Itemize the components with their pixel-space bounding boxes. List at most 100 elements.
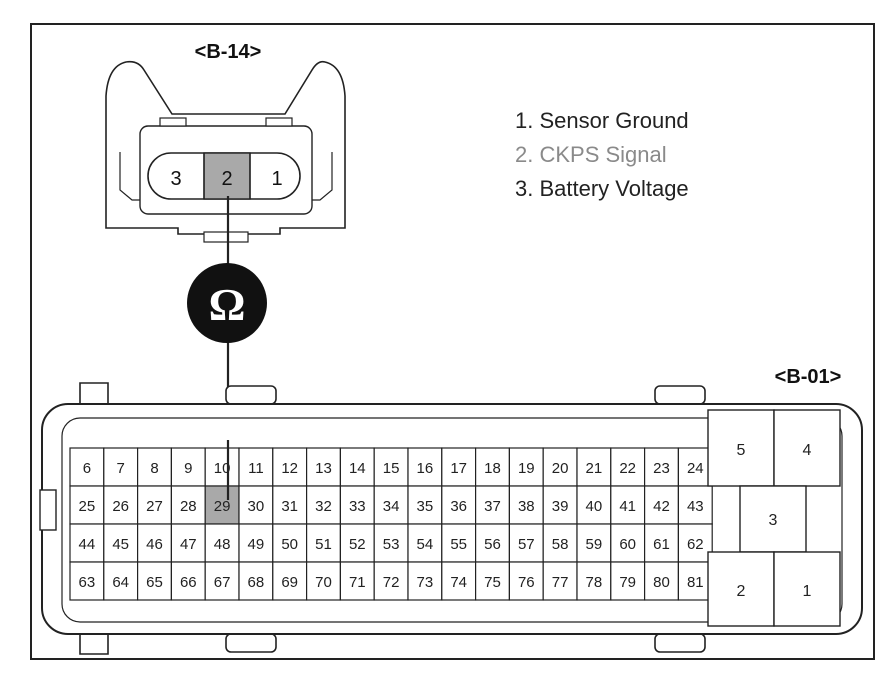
signal-pin-label: 6 [83, 460, 91, 477]
signal-pin-cell [407, 561, 443, 601]
sensor-pin-label: 1 [271, 168, 282, 190]
signal-pin-label: 68 [248, 574, 265, 591]
ecm-bottom-tab [79, 633, 109, 655]
signal-pin-label: 54 [417, 536, 434, 553]
signal-pin-cell [306, 523, 342, 563]
signal-pin-label: 45 [112, 536, 129, 553]
signal-pin-label: 37 [484, 498, 501, 515]
ecm-side-key [39, 489, 57, 531]
signal-pin-label: 50 [281, 536, 298, 553]
signal-pin-cell [69, 523, 105, 563]
signal-pin-label: 15 [383, 460, 400, 477]
signal-pin-label: 11 [248, 460, 264, 477]
signal-pin-cell [610, 523, 646, 563]
signal-pin-label: 18 [484, 460, 501, 477]
signal-pin-label: 59 [586, 536, 603, 553]
signal-pin-cell [576, 561, 612, 601]
power-pin-cell [773, 551, 841, 627]
signal-pin-label: 62 [687, 536, 704, 553]
power-pin-label: 3 [769, 512, 778, 529]
ecm-bottom-tab [654, 633, 706, 653]
signal-pin-label: 76 [518, 574, 535, 591]
sensor-latch-right [265, 117, 293, 127]
signal-pin-cell [339, 523, 375, 563]
power-pin-label: 4 [803, 442, 812, 459]
signal-pin-cell [677, 523, 713, 563]
signal-pin-label: 51 [315, 536, 332, 553]
signal-pin-label: 36 [450, 498, 467, 515]
signal-pin-label: 24 [687, 460, 704, 477]
signal-pin-cell [508, 485, 544, 525]
signal-pin-label: 67 [214, 574, 231, 591]
signal-pin-label: 49 [248, 536, 265, 553]
signal-pin-label: 69 [281, 574, 298, 591]
signal-pin-cell [643, 447, 679, 487]
signal-pin-label: 22 [619, 460, 636, 477]
ecm-top-tab [79, 382, 109, 404]
signal-pin-cell [441, 561, 477, 601]
signal-pin-label: 46 [146, 536, 163, 553]
signal-pin-cell [441, 447, 477, 487]
signal-pin-label: 66 [180, 574, 197, 591]
signal-pin-label: 34 [383, 498, 400, 515]
signal-pin-cell [373, 447, 409, 487]
signal-pin-label: 79 [619, 574, 636, 591]
power-pin-label: 5 [737, 442, 746, 459]
signal-pin-label: 43 [687, 498, 704, 515]
sensor-bottom-tab [203, 231, 249, 243]
signal-pin-label: 13 [315, 460, 332, 477]
sensor-latch-left [159, 117, 187, 127]
signal-pin-label: 70 [315, 574, 332, 591]
signal-pin-cell [137, 523, 173, 563]
power-pin-cell [739, 485, 807, 553]
signal-pin-cell [69, 561, 105, 601]
signal-pin-label: 25 [79, 498, 96, 515]
signal-pin-label: 44 [79, 536, 96, 553]
signal-pin-cell [272, 447, 308, 487]
signal-pin-cell [508, 523, 544, 563]
sensor-notch-right [312, 152, 333, 201]
power-pin-label: 2 [737, 583, 746, 600]
power-pin-cell [773, 409, 841, 487]
signal-pin-label: 64 [112, 574, 129, 591]
signal-pin-cell [677, 485, 713, 525]
signal-pin-cell [306, 561, 342, 601]
signal-pin-cell [137, 485, 173, 525]
signal-pin-label: 38 [518, 498, 535, 515]
signal-pin-label: 31 [281, 498, 298, 515]
signal-pin-label: 75 [484, 574, 501, 591]
signal-pin-cell [170, 523, 206, 563]
signal-pin-label: 48 [214, 536, 231, 553]
signal-pin-label: 81 [687, 574, 704, 591]
signal-pin-cell [677, 561, 713, 601]
signal-pin-cell [339, 561, 375, 601]
signal-pin-cell [475, 561, 511, 601]
signal-pin-cell [238, 523, 274, 563]
signal-pin-label: 33 [349, 498, 366, 515]
signal-pin-cell [339, 485, 375, 525]
signal-pin-cell [272, 523, 308, 563]
signal-pin-label: 60 [619, 536, 636, 553]
signal-pin-cell [475, 447, 511, 487]
ecm-connector-id: <B-01> [775, 366, 842, 388]
signal-pin-cell [508, 447, 544, 487]
signal-pin-label: 23 [653, 460, 670, 477]
signal-pin-label: 71 [349, 574, 366, 591]
signal-pin-label: 77 [552, 574, 569, 591]
sensor-notch-left [119, 152, 140, 201]
pin-legend: 1. Sensor Ground 2. CKPS Signal 3. Batte… [515, 108, 689, 201]
signal-pin-cell [407, 447, 443, 487]
power-pin-block: 5 4 3 2 1 [707, 409, 841, 627]
signal-pin-cell [306, 485, 342, 525]
signal-pin-label: 57 [518, 536, 535, 553]
signal-pin-label: 8 [150, 460, 158, 477]
signal-pin-label: 12 [281, 460, 298, 477]
legend-item: 3. Battery Voltage [515, 176, 689, 201]
signal-pin-cell [306, 447, 342, 487]
signal-pin-cell [610, 485, 646, 525]
signal-pin-label: 32 [315, 498, 332, 515]
sensor-pin-label: 2 [221, 168, 232, 190]
signal-pin-label: 55 [450, 536, 467, 553]
